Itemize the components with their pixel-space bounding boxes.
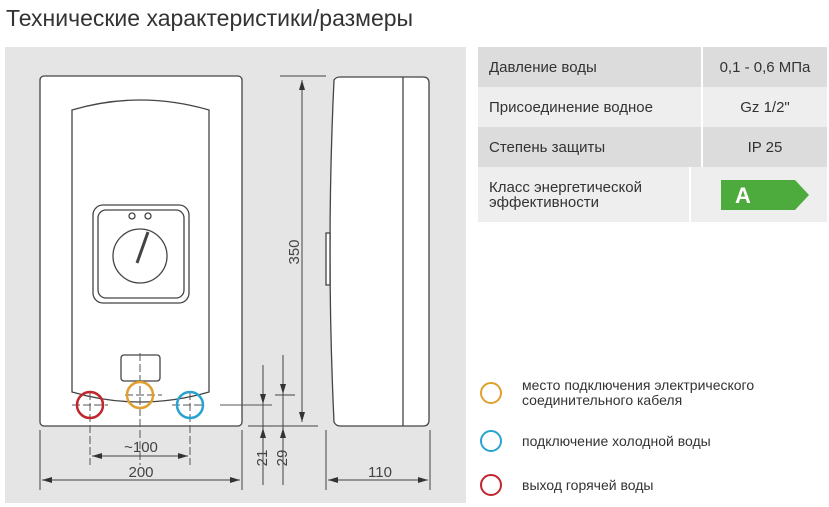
spec-row: Присоединение водное Gz 1/2" bbox=[478, 87, 827, 127]
spec-label: Класс энергетической эффективности bbox=[478, 167, 691, 222]
spec-row: Степень защиты IP 25 bbox=[478, 127, 827, 167]
cold-water-inlet-marker bbox=[175, 390, 205, 420]
spec-label: Степень защиты bbox=[478, 127, 703, 167]
depth-dimension: 110 bbox=[368, 464, 392, 481]
spec-row: Давление воды 0,1 - 0,6 МПа bbox=[478, 47, 827, 87]
spec-label: Давление воды bbox=[478, 47, 703, 87]
spec-row: Класс энергетической эффективности A bbox=[478, 167, 827, 222]
specs-table: Давление воды 0,1 - 0,6 МПа Присоединение… bbox=[478, 47, 827, 222]
blue-circle-icon bbox=[480, 430, 502, 452]
pipe-spacing-dimension: ~100 bbox=[124, 439, 158, 456]
legend-item-cold-water: подключение холодной воды bbox=[480, 430, 825, 452]
legend-item-cable: место подключения электрического соедини… bbox=[480, 378, 825, 408]
offset-29-dimension: 29 bbox=[274, 450, 291, 467]
heater-side-body bbox=[329, 76, 430, 427]
dimension-drawing: 350 200 ~100 110 21 29 bbox=[39, 75, 431, 490]
spec-label: Присоединение водное bbox=[478, 87, 703, 127]
red-circle-icon bbox=[480, 474, 502, 496]
spec-value: Gz 1/2" bbox=[740, 98, 790, 116]
page-title: Технические характеристики/размеры bbox=[6, 5, 414, 31]
height-dimension: 350 bbox=[286, 239, 303, 264]
offset-21-dimension: 21 bbox=[254, 450, 271, 467]
energy-class-badge: A bbox=[721, 179, 809, 210]
legend-item-hot-water: выход горячей воды bbox=[480, 474, 825, 496]
hot-water-outlet-marker bbox=[75, 390, 105, 420]
cable-connection-marker bbox=[125, 380, 155, 410]
spec-value: 0,1 - 0,6 МПа bbox=[719, 58, 811, 76]
spec-value: IP 25 bbox=[747, 138, 783, 156]
orange-circle-icon bbox=[480, 382, 502, 404]
width-dimension: 200 bbox=[128, 464, 153, 481]
